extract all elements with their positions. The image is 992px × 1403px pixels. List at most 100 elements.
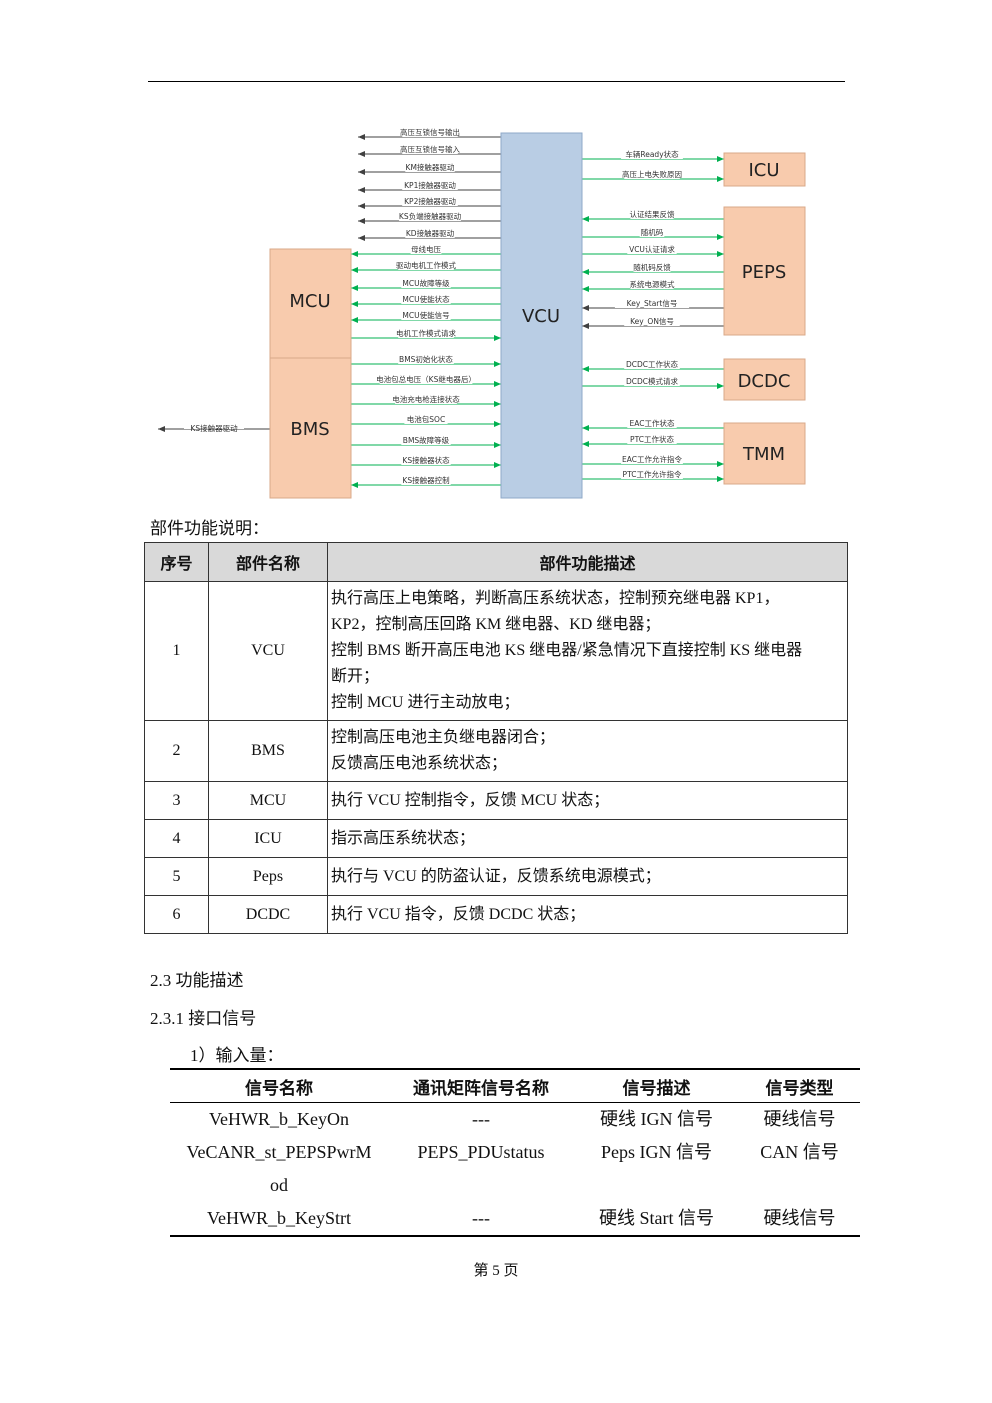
header-signal-type: 信号类型 — [739, 1069, 860, 1103]
table-row: 3 MCU 执行 VCU 控制指令，反馈 MCU 状态； — [144, 781, 848, 820]
vcu-architecture-diagram: 高压互锁信号输出高压互锁信号输入KM接触器驱动KP1接触器驱动KP2接触器驱动K… — [158, 127, 806, 499]
bms-block — [269, 357, 352, 499]
peps-block — [723, 206, 806, 336]
dcdc-block — [723, 358, 806, 401]
signal-label: 认证结果反馈 — [630, 209, 675, 219]
signal-label: MCU使能信号 — [402, 310, 449, 320]
signal-name: VeHWR_b_KeyStrt — [207, 1208, 351, 1228]
signal-label: BMS初始化状态 — [399, 354, 453, 364]
signal-label: 随机码 — [641, 227, 664, 237]
signal-label: KS接触器驱动 — [190, 423, 238, 433]
desc-line: 执行 VCU 控制指令，反馈 MCU 状态； — [331, 791, 610, 809]
row-no: 4 — [144, 819, 209, 858]
io-header-row: 信号名称 通讯矩阵信号名称 信号描述 信号类型 — [170, 1069, 860, 1103]
signal-label: KP1接触器驱动 — [404, 180, 456, 190]
signal-label: 驱动电机工作模式 — [396, 260, 456, 270]
signal-label: Key_Start信号 — [627, 298, 678, 308]
signal-label: DCDC模式请求 — [626, 376, 679, 386]
signal-label: 高压上电失败原因 — [622, 169, 682, 179]
desc-line: 控制 MCU 进行主动放电； — [331, 694, 520, 711]
matrix-name: --- — [472, 1109, 490, 1129]
table-row: 4 ICU 指示高压系统状态； — [144, 819, 848, 858]
signal-label: MCU使能状态 — [402, 294, 450, 304]
row-desc: 执行 VCU 指令，反馈 DCDC 状态； — [327, 895, 848, 934]
tmm-block — [723, 422, 806, 485]
row-name: MCU — [208, 781, 328, 820]
components-table: 序号 部件名称 部件功能描述 1 VCU 执行高压上电策略，判断高压系统状态，控… — [144, 542, 848, 934]
input-signals-table: 信号名称 通讯矩阵信号名称 信号描述 信号类型 VeHWR_b_KeyOn --… — [170, 1068, 860, 1237]
row-name: VCU — [208, 581, 328, 721]
signal-label: EAC工作允许指令 — [622, 454, 682, 464]
row-desc: 执行与 VCU 的防盗认证，反馈系统电源模式； — [327, 857, 848, 896]
desc-line: KP2，控制高压回路 KM 继电器、KD 继电器； — [331, 616, 661, 633]
signal-label: 母线电压 — [411, 244, 441, 254]
signal-label: KM接触器驱动 — [406, 162, 455, 172]
bms-label: BMS — [290, 419, 329, 440]
signal-type: CAN 信号 — [760, 1142, 839, 1162]
signal-label: DCDC工作状态 — [626, 359, 679, 369]
header-signal-name: 信号名称 — [170, 1069, 388, 1103]
signal-label: 高压互锁信号输出 — [400, 127, 460, 137]
desc-line: 执行高压上电策略，判断高压系统状态，控制预充继电器 KP1， — [331, 590, 780, 607]
signal-desc: Peps IGN 信号 — [601, 1142, 712, 1162]
row-desc: 指示高压系统状态； — [327, 819, 848, 858]
row-desc: 控制高压电池主负继电器闭合； 反馈高压电池系统状态； — [327, 720, 848, 782]
row-desc: 执行 VCU 控制指令，反馈 MCU 状态； — [327, 781, 848, 820]
header-desc: 部件功能描述 — [327, 542, 848, 582]
section-heading-2-3: 2.3 功能描述 — [150, 971, 244, 990]
desc-line: 执行 VCU 指令，反馈 DCDC 状态； — [331, 905, 586, 923]
row-no: 5 — [144, 857, 209, 896]
vcu-label: VCU — [522, 306, 560, 327]
header-matrix-name: 通讯矩阵信号名称 — [388, 1069, 574, 1103]
signal-label: 电机工作模式请求 — [396, 328, 456, 338]
signal-label: BMS故障等级 — [403, 435, 450, 445]
table-row: 5 Peps 执行与 VCU 的防盗认证，反馈系统电源模式； — [144, 857, 848, 896]
signal-desc: 硬线 Start 信号 — [599, 1208, 714, 1228]
components-caption: 部件功能说明： — [150, 519, 269, 538]
inputs-label: 1）输入量： — [190, 1046, 284, 1065]
table-row: 6 DCDC 执行 VCU 指令，反馈 DCDC 状态； — [144, 895, 848, 934]
header-name: 部件名称 — [208, 542, 328, 582]
signal-label: VCU认证请求 — [629, 244, 675, 254]
signal-type: 硬线信号 — [763, 1208, 836, 1228]
signal-label: 随机码反馈 — [633, 262, 671, 272]
table-row: 2 BMS 控制高压电池主负继电器闭合； 反馈高压电池系统状态； — [144, 720, 848, 782]
header-signal-desc: 信号描述 — [574, 1069, 739, 1103]
signal-name: VeCANR_st_PEPSPwrMod — [186, 1142, 372, 1195]
signal-label: KS负端接触器驱动 — [399, 211, 462, 221]
desc-line: 执行与 VCU 的防盗认证，反馈系统电源模式； — [331, 867, 661, 885]
desc-line: 断开； — [331, 668, 380, 685]
components-header-row: 序号 部件名称 部件功能描述 — [144, 542, 848, 582]
desc-line: 控制 BMS 断开高压电池 KS 继电器/紧急情况下直接控制 KS 继电器 — [331, 642, 803, 659]
signal-label: KS接触器控制 — [402, 475, 449, 485]
signal-label: KP2接触器驱动 — [404, 196, 456, 206]
matrix-name: PEPS_PDUstatus — [417, 1142, 545, 1162]
tmm-label: TMM — [742, 444, 785, 465]
signal-type: 硬线信号 — [763, 1109, 836, 1129]
table-row: 1 VCU 执行高压上电策略，判断高压系统状态，控制预充继电器 KP1， KP2… — [144, 581, 848, 721]
page-footer: 第 5 页 — [473, 1263, 519, 1279]
signal-label: 电池包总电压（KS继电器后） — [376, 374, 476, 384]
signal-label: KS接触器状态 — [402, 455, 450, 465]
row-no: 1 — [144, 581, 209, 721]
row-name: Peps — [208, 857, 328, 896]
table-row: VeHWR_b_KeyStrt --- 硬线 Start 信号 硬线信号 — [170, 1202, 860, 1236]
row-name: DCDC — [208, 895, 328, 934]
icu-label: ICU — [748, 160, 779, 181]
signal-label: PTC工作允许指令 — [623, 469, 682, 479]
mcu-label: MCU — [289, 291, 330, 312]
signal-label: PTC工作状态 — [630, 434, 674, 444]
matrix-name: --- — [472, 1208, 490, 1228]
row-name: BMS — [208, 720, 328, 782]
signal-label: 电池充电枪连接状态 — [392, 394, 460, 404]
peps-label: PEPS — [742, 262, 787, 283]
signal-desc: 硬线 IGN 信号 — [600, 1109, 713, 1129]
icu-block — [723, 152, 806, 187]
row-name: ICU — [208, 819, 328, 858]
signal-name: VeHWR_b_KeyOn — [209, 1109, 349, 1129]
row-desc: 执行高压上电策略，判断高压系统状态，控制预充继电器 KP1， KP2，控制高压回… — [327, 581, 848, 721]
header-no: 序号 — [144, 542, 209, 582]
signal-label: 车辆Ready状态 — [625, 149, 679, 159]
signal-label: MCU故障等级 — [402, 278, 450, 288]
dcdc-label: DCDC — [738, 371, 791, 392]
